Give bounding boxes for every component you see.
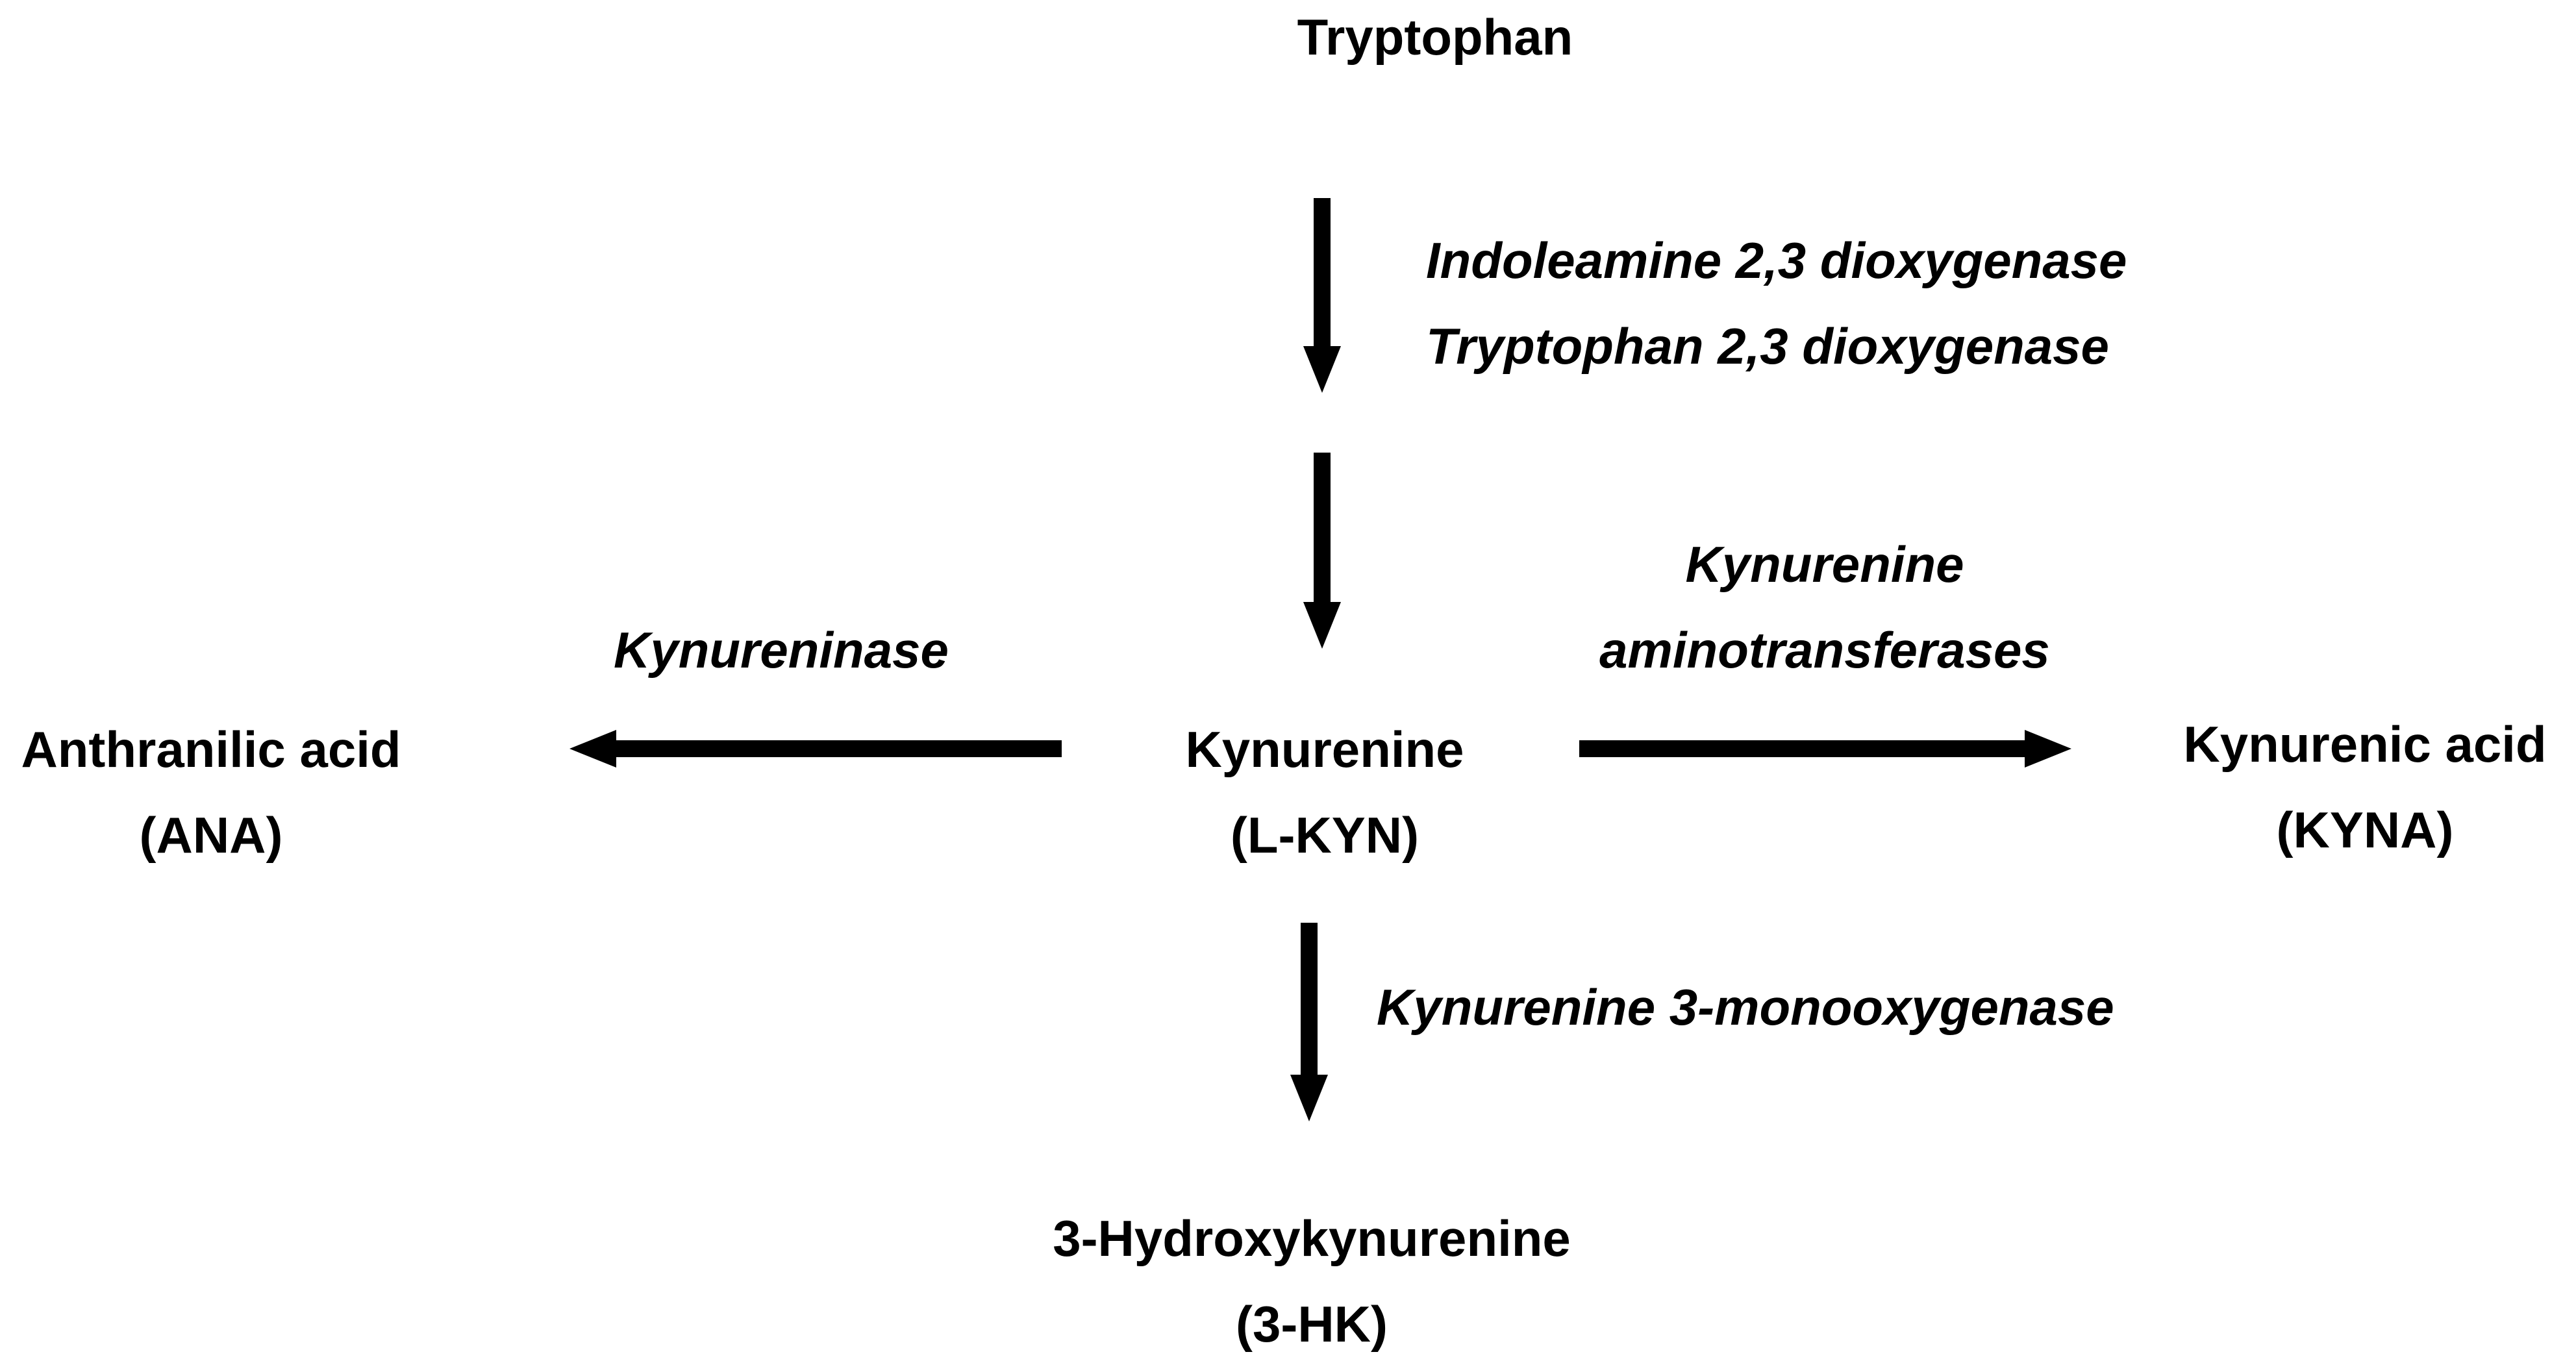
node-hydroxy-abbr: (3-HK) [1236, 1295, 1388, 1353]
arrow-down-upper [1303, 198, 1341, 393]
node-3-hydroxykynurenine: 3-Hydroxykynurenine (3-HK) [1013, 1213, 1610, 1349]
node-kynurenine-abbr: (L-KYN) [1230, 807, 1419, 864]
node-anthranilic-acid: Anthranilic acid (ANA) [0, 724, 422, 860]
arrow-right-to-kynurenic [1579, 730, 2071, 768]
arrow-left-to-anthranilic [569, 730, 1062, 768]
enzyme-monooxygenase: Kynurenine 3-monooxygenase [1377, 982, 2114, 1032]
enzyme-monooxygenase-label: Kynurenine 3-monooxygenase [1377, 979, 2114, 1036]
enzyme-aminotransferase-line2: aminotransferases [1599, 621, 2050, 679]
enzyme-kynureninase-label: Kynureninase [614, 621, 949, 679]
node-anthranilic-name: Anthranilic acid [21, 721, 401, 778]
enzyme-aminotransferase-line1: Kynurenine [1685, 536, 1964, 593]
node-kynurenic-acid: Kynurenic acid (KYNA) [2157, 719, 2573, 855]
node-tryptophan-name: Tryptophan [1297, 8, 1573, 66]
node-kynurenic-name: Kynurenic acid [2183, 716, 2547, 773]
node-tryptophan: Tryptophan [1208, 12, 1662, 62]
enzyme-aminotransferases: Kynurenine aminotransferases [1558, 539, 2091, 675]
enzyme-kynureninase: Kynureninase [614, 625, 949, 675]
node-kynurenic-abbr: (KYNA) [2276, 801, 2454, 858]
enzyme-tryptophan-dioxygenase: Tryptophan 2,3 dioxygenase [1426, 318, 2109, 375]
node-kynurenine: Kynurenine (L-KYN) [1091, 724, 1558, 860]
arrow-down-to-hydroxykynurenine [1290, 923, 1328, 1121]
arrow-down-to-kynurenine [1303, 453, 1341, 649]
enzyme-indoleamine-dioxygenase: Indoleamine 2,3 dioxygenase [1426, 232, 2127, 289]
node-anthranilic-abbr: (ANA) [139, 807, 283, 864]
node-kynurenine-name: Kynurenine [1185, 721, 1464, 778]
enzyme-dioxygenases: Indoleamine 2,3 dioxygenase Tryptophan 2… [1426, 235, 2127, 371]
node-hydroxy-name: 3-Hydroxykynurenine [1053, 1210, 1571, 1267]
